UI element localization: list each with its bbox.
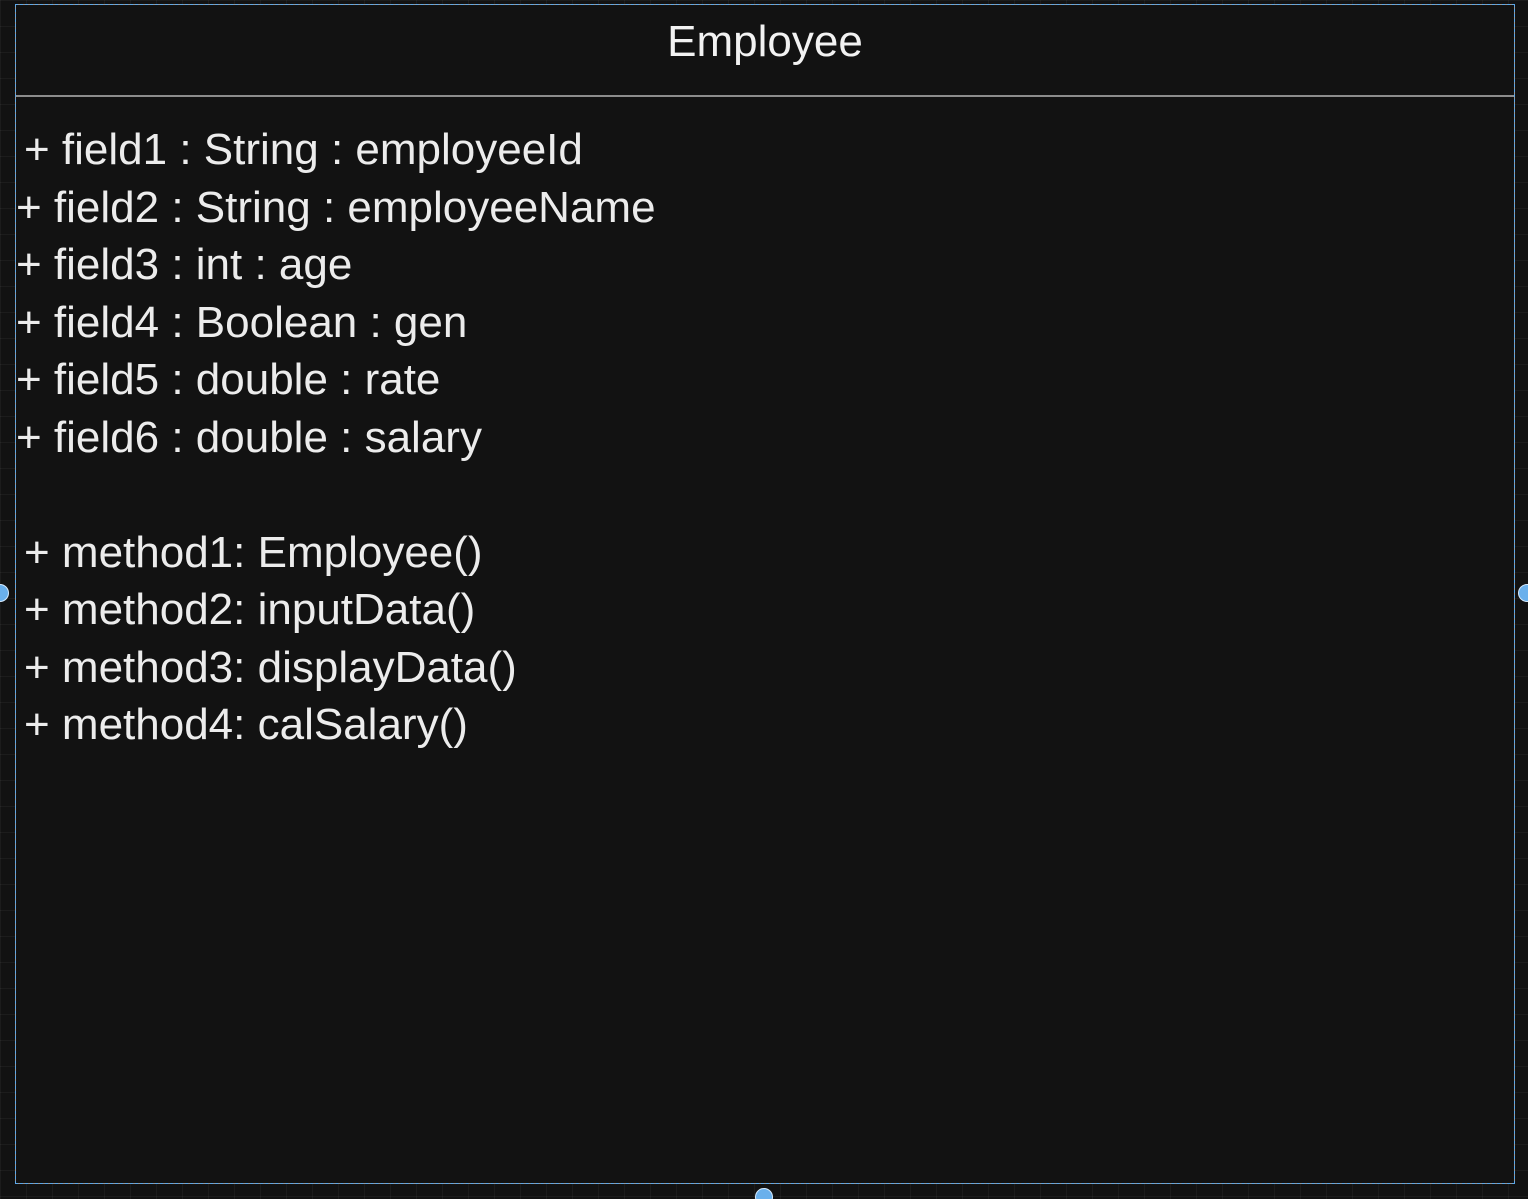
uml-class-employee[interactable]: Employee + field1 : String : employeeId …	[15, 4, 1515, 1184]
method-item[interactable]: + method1: Employee()	[24, 527, 483, 577]
class-body[interactable]: + field1 : String : employeeId + field2 …	[16, 97, 1514, 754]
class-header[interactable]: Employee	[16, 5, 1514, 97]
field-item[interactable]: + field6 : double : salary	[16, 412, 482, 462]
resize-handle-right[interactable]	[1518, 584, 1528, 602]
field-item[interactable]: + field1 : String : employeeId	[24, 125, 583, 174]
class-name: Employee	[667, 17, 863, 66]
method-item[interactable]: + method4: calSalary()	[24, 700, 468, 750]
section-spacer	[16, 467, 1514, 524]
resize-handle-left[interactable]	[0, 584, 9, 602]
method-item[interactable]: + method2: inputData()	[24, 585, 476, 635]
method-item[interactable]: + method3: displayData()	[24, 642, 517, 692]
field-item[interactable]: + field3 : int : age	[16, 240, 353, 290]
field-item[interactable]: + field4 : Boolean : gen	[16, 297, 468, 347]
field-item[interactable]: + field5 : double : rate	[16, 355, 441, 405]
field-item[interactable]: + field2 : String : employeeName	[16, 182, 656, 232]
resize-handle-bottom[interactable]	[755, 1188, 773, 1199]
